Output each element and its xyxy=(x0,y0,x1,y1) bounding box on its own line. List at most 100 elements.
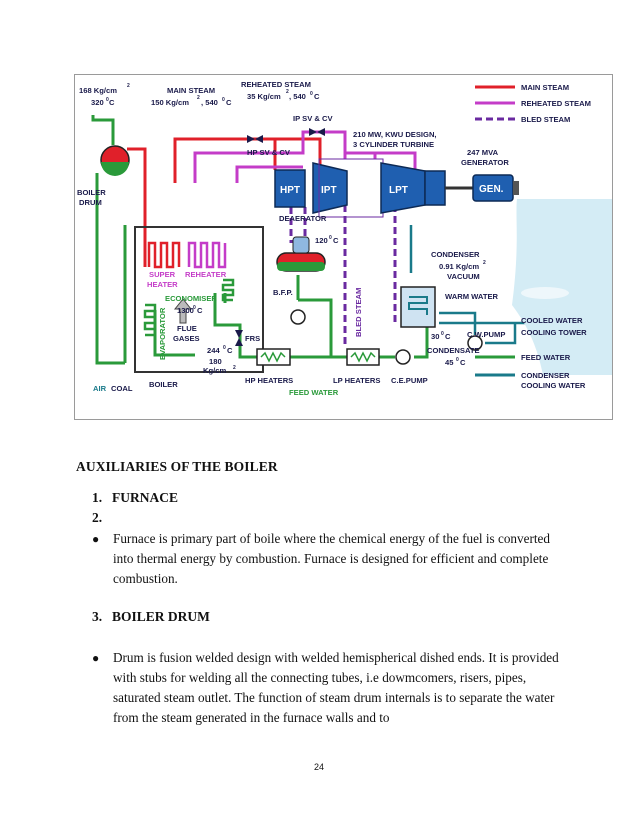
cw-temp-deg: 0 xyxy=(441,331,444,337)
coal-label: COAL xyxy=(111,384,133,393)
cw-pump-label: C.W.PUMP xyxy=(467,330,505,339)
ipt-label: IPT xyxy=(321,185,337,196)
list-item-furnace: 1. FURNACE xyxy=(92,490,178,506)
deaerator-deg: 0 xyxy=(329,235,332,241)
fw-pressure2: Kg/cm xyxy=(203,366,226,375)
hpt-label: HPT xyxy=(280,185,300,196)
page-number: 24 xyxy=(313,762,324,772)
lp-heaters-icon xyxy=(346,348,380,366)
cooling-tower-label: COOLING TOWER xyxy=(521,328,587,337)
diagram-svg: 168 Kg/cm 2 320 0 C MAIN STEAM 150 Kg/cm… xyxy=(77,80,612,397)
condensate-deg: 0 xyxy=(456,357,459,363)
bfp-pump-icon xyxy=(290,309,306,325)
generator-rating2: GENERATOR xyxy=(461,158,509,167)
vacuum-sup: 2 xyxy=(483,260,486,266)
hp-valve-icon xyxy=(247,135,263,143)
generator-rating1: 247 MVA xyxy=(467,148,499,157)
deg-label: 0 xyxy=(106,97,109,103)
main-steam-spec: 150 Kg/cm xyxy=(151,98,189,107)
section-heading: AUXILIARIES OF THE BOILER xyxy=(76,459,278,474)
main-steam-c: C xyxy=(226,98,232,107)
economiser-label: ECONOMISER xyxy=(165,294,217,303)
legend-bled-steam: BLED STEAM xyxy=(521,115,570,124)
legend-main-steam: MAIN STEAM xyxy=(521,83,569,92)
ce-pump-icon xyxy=(395,349,411,365)
cw-temp-label: 30 xyxy=(431,332,439,341)
hp-heaters-label: HP HEATERS xyxy=(245,376,293,385)
flue-label1: FLUE xyxy=(177,324,197,333)
furnace-deg: 0 xyxy=(193,305,196,311)
cooling-water-pipes xyxy=(409,225,535,345)
list-item-boiler-drum: 3.BOILER DRUM xyxy=(92,609,210,625)
reheater-coil xyxy=(187,241,227,269)
feed-water-bottom-label: FEED WATER xyxy=(289,388,339,397)
deaerator-icon xyxy=(276,236,326,272)
bullet-dot: ● xyxy=(92,532,100,546)
bled-steam-vertical-label: BLED STEAM xyxy=(354,288,363,337)
turbine-group xyxy=(274,158,519,218)
condensate-temp: 45 xyxy=(445,358,454,367)
bullet-text: Furnace is primary part of boile where t… xyxy=(113,531,550,586)
main-steam-deg: 0 xyxy=(222,97,225,103)
lp-heaters-label: LP HEATERS xyxy=(333,376,380,385)
condenser-icon xyxy=(400,286,436,328)
drum-temp-label: 320 xyxy=(91,98,104,107)
main-steam-title: MAIN STEAM xyxy=(167,86,215,95)
ce-pump-label: C.E.PUMP xyxy=(391,376,428,385)
fw-temp-c: C xyxy=(227,346,233,355)
legend-reheated-steam: REHEATED STEAM xyxy=(521,99,591,108)
lpt-label: LPT xyxy=(389,185,408,196)
superheater-label1: SUPER xyxy=(149,270,176,279)
boiler-drum-label2: DRUM xyxy=(79,198,102,207)
drum-pressure-label: 168 Kg/cm xyxy=(79,86,117,95)
turbine-line1: 210 MW, KWU DESIGN, xyxy=(353,130,437,139)
air-label: AIR xyxy=(93,384,107,393)
legend xyxy=(475,85,515,377)
bullet-boiler-drum: ● Drum is fusion welded design with weld… xyxy=(92,648,562,728)
boiler-drum-icon xyxy=(100,145,130,176)
list-label: BOILER DRUM xyxy=(112,609,210,624)
flue-label2: GASES xyxy=(173,334,200,343)
power-plant-diagram: 168 Kg/cm 2 320 0 C MAIN STEAM 150 Kg/cm… xyxy=(74,74,613,420)
vacuum-label1: 0.91 Kg/cm xyxy=(439,262,479,271)
cw-temp-c: C xyxy=(445,332,451,341)
bullet-text: Drum is fusion welded design with welded… xyxy=(113,650,559,725)
economiser-coil xyxy=(221,278,235,302)
cooled-water-label: COOLED WATER xyxy=(521,316,583,325)
superheater-label2: HEATER xyxy=(147,280,178,289)
list-label: FURNACE xyxy=(112,490,178,505)
list-number: 1. xyxy=(92,490,103,505)
ip-valve-label: IP SV & CV xyxy=(293,114,333,123)
boiler-drum-label1: BOILER xyxy=(77,188,106,197)
sup-label: 2 xyxy=(127,83,130,89)
bled-steam-pipes xyxy=(289,205,397,345)
main-steam-sup: 2 xyxy=(197,95,200,101)
frs-label: FRS xyxy=(245,334,260,343)
hp-heaters-icon xyxy=(256,348,291,366)
legend-condenser: CONDENSER xyxy=(521,371,570,380)
reheated-steam-pipes xyxy=(193,130,417,183)
boiler-label: BOILER xyxy=(149,380,178,389)
reheater-label: REHEATER xyxy=(185,270,227,279)
fw-pressure-sup: 2 xyxy=(233,365,236,371)
warm-water-label: WARM WATER xyxy=(445,292,499,301)
fw-pressure1: 180 xyxy=(209,357,222,366)
list-item-empty: 2. xyxy=(92,510,112,526)
unit-c-label: C xyxy=(109,98,115,107)
legend-feed-water: FEED WATER xyxy=(521,353,571,362)
evaporator-coil xyxy=(143,303,157,337)
fw-temp-deg: 0 xyxy=(223,345,226,351)
feed-water-pipes xyxy=(91,115,429,365)
cw-pump-icon xyxy=(467,335,483,351)
deaerator-label: DEAERATOR xyxy=(279,214,327,223)
evaporator-label: EVAPORATOR xyxy=(158,307,167,360)
deaerator-temp: 120 xyxy=(315,236,328,245)
bfp-label: B.F.P. xyxy=(273,288,293,297)
hp-valve-label: HP SV & CV xyxy=(247,148,291,157)
gen-label: GEN. xyxy=(479,184,504,195)
frs-valve-icon xyxy=(235,330,243,346)
superheater-coil xyxy=(147,241,181,269)
ip-valve-icon xyxy=(309,128,325,136)
main-steam-temp: , 540 xyxy=(201,98,218,107)
list-number: 2. xyxy=(92,510,103,525)
